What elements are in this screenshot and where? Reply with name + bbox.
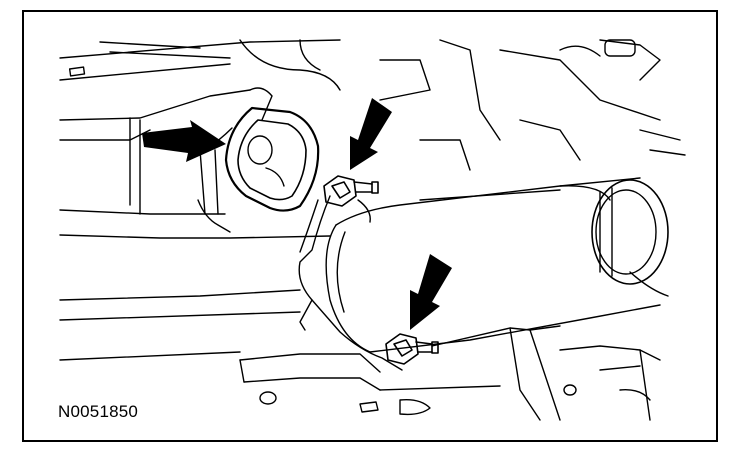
lower-crossmember xyxy=(239,325,661,421)
arrow-lower-nut-icon xyxy=(410,254,452,330)
flange-plate xyxy=(298,195,403,371)
lower-flange-nut xyxy=(385,333,439,365)
upper-flange-nut xyxy=(323,175,379,207)
arrow-isolator-icon xyxy=(142,120,226,162)
exhaust-assembly-illustration xyxy=(59,39,686,421)
exhaust-hanger-isolator xyxy=(224,106,320,212)
figure-id-label: N0051850 xyxy=(58,402,139,421)
exhaust-pipe xyxy=(325,177,669,353)
underbody-lines xyxy=(59,39,686,361)
arrow-upper-nut-icon xyxy=(350,98,392,170)
figure-frame: N0051850 xyxy=(22,10,718,442)
callout-arrows xyxy=(142,98,452,330)
